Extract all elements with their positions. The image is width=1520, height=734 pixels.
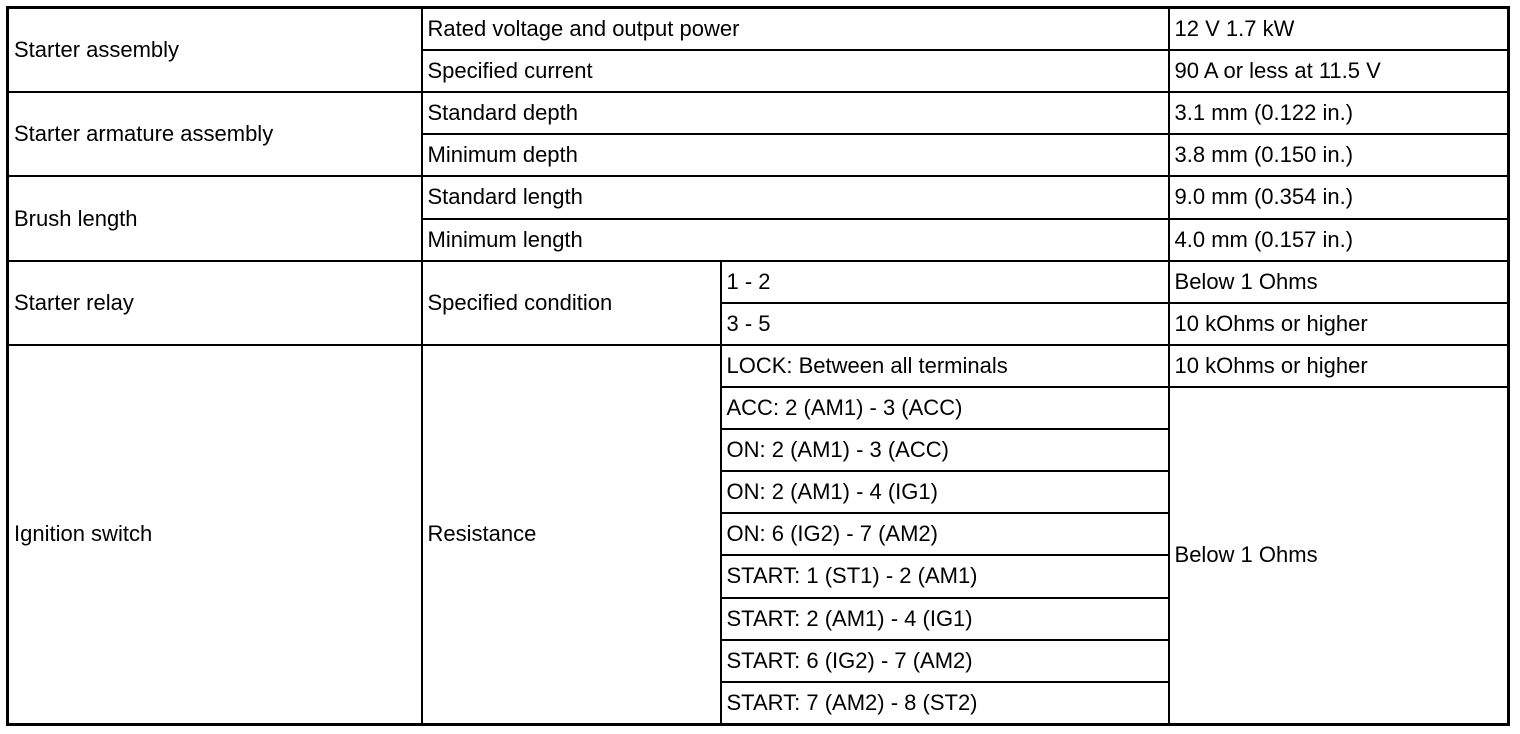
terminals-cell: START: 6 (IG2) - 7 (AM2) [719, 638, 1170, 683]
terminals-cell: 1 - 2 [719, 259, 1170, 304]
table-row: Starter armature assembly Standard depth… [6, 91, 1510, 178]
condition-cell: Resistance [420, 343, 722, 726]
condition-cell: Specified current [420, 49, 1170, 94]
condition-cell: Minimum depth [420, 133, 1170, 178]
table-row: 3 - 5 10 kOhms or higher [8, 301, 1510, 346]
table-row: ACC: 2 (AM1) - 3 (ACC) Below 1 Ohms [8, 385, 1510, 726]
table-row: Starter assembly Rated voltage and outpu… [6, 6, 1510, 94]
value-cell: 9.0 mm (0.354 in.) [1167, 175, 1510, 220]
value-cell: 12 V 1.7 kW [1167, 6, 1510, 52]
condition-cell: Minimum length [420, 217, 1170, 262]
component-cell: Starter relay [6, 259, 423, 346]
value-cell: 3.8 mm (0.150 in.) [1167, 133, 1510, 178]
condition-cell: Rated voltage and output power [420, 6, 1170, 52]
table-row: Starter relay Specified condition 1 - 2 … [6, 259, 1510, 346]
table-row: START: 7 (AM2) - 8 (ST2) [8, 680, 1509, 726]
component-cell: Starter armature assembly [6, 91, 423, 178]
table-row: ON: 6 (IG2) - 7 (AM2) [8, 512, 1509, 557]
terminals-cell: LOCK: Between all terminals [719, 343, 1170, 388]
terminals-cell: ON: 2 (AM1) - 4 (IG1) [719, 470, 1170, 515]
table-row: Minimum length 4.0 mm (0.157 in.) [8, 217, 1510, 262]
table-row: Ignition switch Resistance LOCK: Between… [6, 343, 1510, 726]
terminals-cell: START: 1 (ST1) - 2 (AM1) [719, 554, 1170, 599]
terminals-cell: START: 2 (AM1) - 4 (IG1) [719, 596, 1170, 641]
terminals-cell: ON: 6 (IG2) - 7 (AM2) [719, 512, 1170, 557]
component-cell: Brush length [6, 175, 423, 262]
value-cell: 10 kOhms or higher [1167, 343, 1510, 388]
value-cell: 10 kOhms or higher [1167, 301, 1510, 346]
value-cell: 90 A or less at 11.5 V [1167, 49, 1510, 94]
terminals-cell: START: 7 (AM2) - 8 (ST2) [719, 680, 1170, 726]
table-row: ON: 2 (AM1) - 4 (IG1) [8, 470, 1509, 515]
table-row: START: 1 (ST1) - 2 (AM1) [8, 554, 1509, 599]
condition-cell: Standard length [420, 175, 1170, 220]
table-row: Brush length Standard length 9.0 mm (0.3… [6, 175, 1510, 262]
value-cell: Below 1 Ohms [1167, 385, 1510, 726]
condition-cell: Standard depth [420, 91, 1170, 136]
table-row: ON: 2 (AM1) - 3 (ACC) [8, 428, 1509, 473]
value-cell: 3.1 mm (0.122 in.) [1167, 91, 1510, 136]
condition-cell: Specified condition [420, 259, 722, 346]
terminals-cell: ACC: 2 (AM1) - 3 (ACC) [719, 385, 1170, 431]
terminals-cell: ON: 2 (AM1) - 3 (ACC) [719, 428, 1170, 473]
terminals-cell: 3 - 5 [719, 301, 1170, 346]
component-cell: Starter assembly [6, 6, 423, 94]
table-row: Minimum depth 3.8 mm (0.150 in.) [8, 133, 1510, 178]
table-row: START: 6 (IG2) - 7 (AM2) [8, 638, 1509, 683]
component-cell: Ignition switch [6, 343, 423, 726]
value-cell: 4.0 mm (0.157 in.) [1167, 217, 1510, 262]
spec-table: Starter assembly Rated voltage and outpu… [6, 6, 1511, 726]
value-cell: Below 1 Ohms [1167, 259, 1510, 304]
table-row: Specified current 90 A or less at 11.5 V [8, 49, 1510, 94]
table-row: START: 2 (AM1) - 4 (IG1) [8, 596, 1509, 641]
